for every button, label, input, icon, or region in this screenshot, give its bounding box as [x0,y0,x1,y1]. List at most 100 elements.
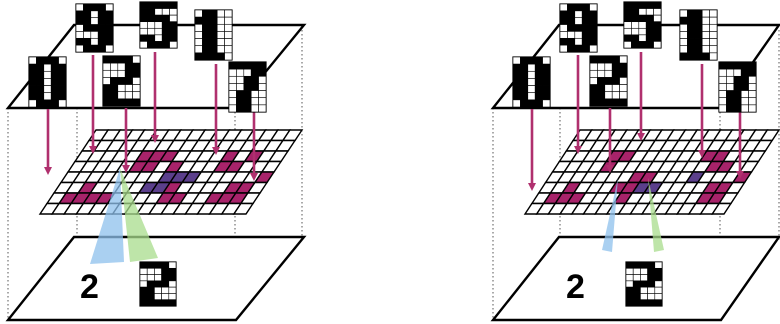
digit-pixel [202,38,211,47]
digit-pixel [243,104,252,113]
digit-pixel [139,261,148,269]
digit-pixel [209,38,218,47]
digit-pixel [604,62,613,71]
digit-pixel [209,52,218,61]
digit-pixel [117,84,126,93]
green-cone [120,168,158,262]
digit-pixel [645,14,654,23]
digit-pixel [146,267,155,275]
digit-pixel [147,27,156,36]
vertical-guide-lines [492,30,780,320]
input-arrows [528,52,744,191]
digit-pixel [589,24,598,32]
digit-pixel [50,92,59,101]
digit-pixel [733,97,742,106]
digit-pixel [36,85,45,94]
digit-pixel [147,41,156,49]
digit-pixel [559,24,568,32]
digit-pixel [110,62,119,71]
digit-tile-2 [102,55,141,107]
digit-pixel [534,99,543,108]
decoded-number-label: 2 [80,268,99,306]
digit-pixel [623,14,632,23]
digit-pixel [110,77,119,85]
digit-pixel [733,90,742,99]
digit-pixel [520,63,529,72]
digit-pixel [687,31,696,39]
digit-pixel [161,299,170,307]
digit-pixel [740,68,749,77]
digit-pixel [654,280,663,288]
digit-pixel [589,98,598,107]
digit-pixel [701,23,710,32]
digit-pixel [258,97,267,106]
digit-pixel [224,9,233,18]
digit-pixel [146,293,155,301]
digit-pixel [169,21,178,29]
input-arrows [44,52,258,181]
blue-cone [90,168,124,264]
digit-pixel [604,69,613,78]
digit-pixel [520,56,529,65]
digit-pixel [75,31,84,39]
grid-cell [232,202,255,215]
digit-pixel [50,85,59,94]
digit-pixel [147,34,156,42]
digit-pixel [139,14,148,23]
digit-pixel [718,83,727,91]
digit-pixel [168,280,177,288]
digit-pixel [733,104,742,113]
digit-pixel [619,55,628,64]
digit-pixel [43,85,52,94]
digit-pixel [36,63,45,72]
digit-pixel [740,75,749,84]
digit-pixel [43,99,52,108]
digit-pixel [117,98,126,107]
digit-pixel [202,16,211,25]
digit-pixel [687,52,696,61]
digit-tile-0 [512,56,551,108]
digit-pixel [154,280,162,288]
digit-pixel [75,37,84,46]
digit-pixel [623,34,632,42]
digit-pixel [146,280,155,288]
digit-pixel [97,44,106,53]
digit-pixel [748,83,757,91]
digit-pixel [589,84,598,93]
panel-left: 2 [5,1,307,322]
digit-pixel [132,84,141,93]
digit-pixel [90,24,99,32]
digit-pixel [638,41,647,49]
digit-pixel [102,69,111,78]
digit-pixel [647,286,656,294]
digit-pixel [740,97,749,106]
digit-pixel [520,70,529,79]
digit-pixel [202,45,211,54]
digit-pixel [589,55,598,64]
digit-pixel [236,90,245,99]
digit-pixel [169,34,178,42]
digit-pixel [647,261,656,269]
digit-pixel [542,85,551,94]
digit-pixel [679,38,688,47]
digit-tile-0 [28,56,67,108]
digit-pixel [161,21,170,29]
decoded-digit-glyph [625,261,663,307]
digit-pixel [581,37,590,46]
digit-pixel [139,267,148,275]
digit-pixel [527,92,536,101]
digit-pixel [625,261,634,269]
digit-pixel [169,1,178,9]
digit-pixel [50,70,59,79]
digit-pixel [169,27,178,36]
digit-pixel [154,293,162,301]
digit-pixel [631,1,640,9]
digit-pixel [625,267,634,275]
grid-cells [38,129,304,215]
cone-beams [602,178,664,252]
digit-pixel [139,8,148,16]
digit-pixel [694,16,703,25]
digit-pixel [748,90,757,99]
digit-tile-9 [75,3,114,53]
digit-pixel [567,37,576,46]
